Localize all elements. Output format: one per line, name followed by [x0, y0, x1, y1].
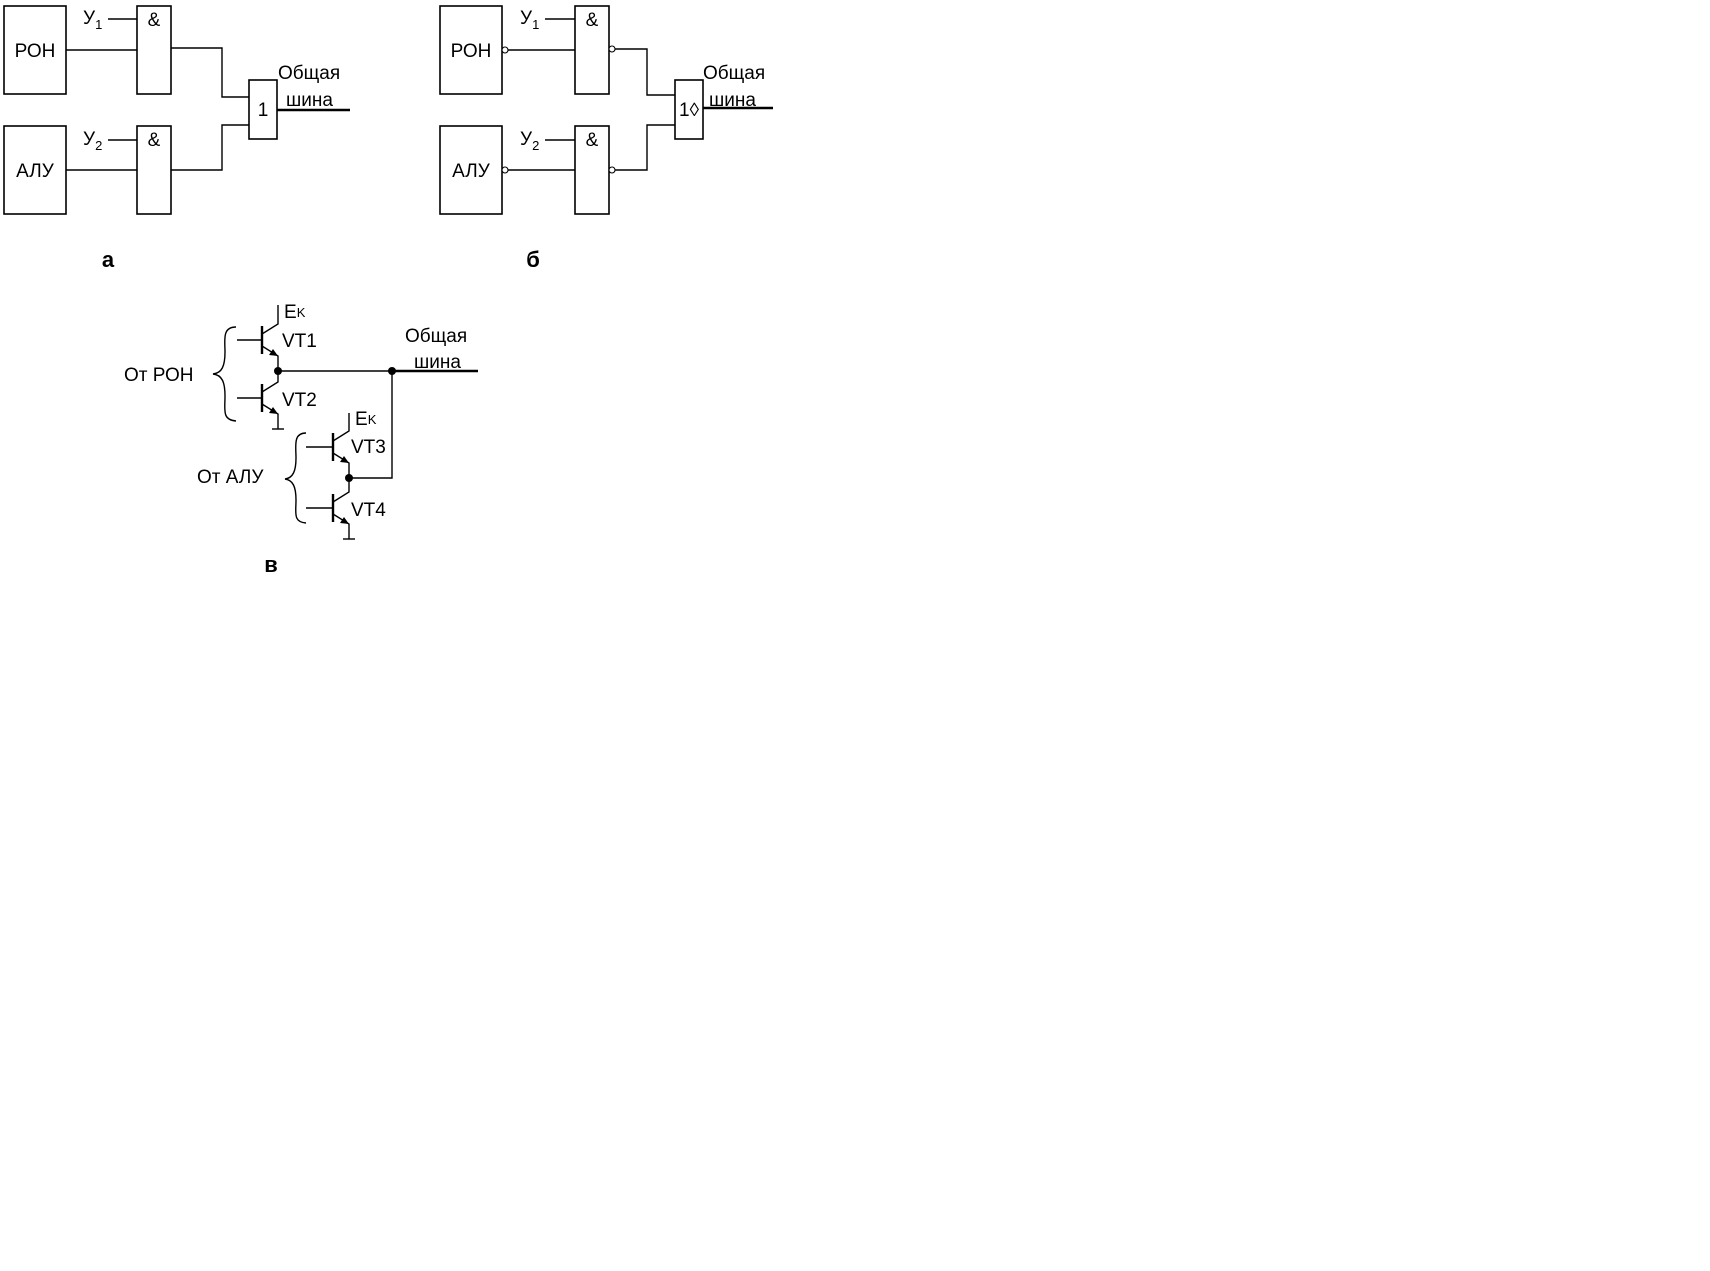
inverted-output-and-bottom-b: [608, 166, 616, 174]
alu-label-a: АЛУ: [16, 161, 55, 182]
alu-label-b: АЛУ: [452, 161, 491, 182]
bus-label-line2-v: шина: [414, 352, 461, 373]
vt2-label: VT2: [282, 390, 317, 411]
vt2-emitter: [261, 403, 279, 429]
bus-label-line1-b: Общая: [703, 63, 765, 84]
inverted-output-alu-b: [501, 166, 509, 174]
vt3-collector: [332, 413, 350, 442]
ron-label-b: РОН: [451, 41, 492, 62]
vt1-label: VT1: [282, 331, 317, 352]
source-label-alu: От АЛУ: [197, 467, 264, 488]
diagram-b: РОН АЛУ & & У1 У2 1◊ Общая шина б: [439, 5, 773, 272]
ron-block-a: [3, 5, 67, 95]
caption-a: а: [102, 247, 115, 272]
brace-ron: [212, 326, 237, 422]
transistor-vt2: [237, 371, 284, 430]
vt3-emitter-arrow: [340, 456, 349, 463]
inverted-output-ron-b: [501, 46, 509, 54]
or-symbol-a: 1: [258, 100, 269, 121]
vt4-emitter-arrow: [340, 517, 349, 524]
source-label-ron: От РОН: [124, 365, 194, 386]
vt4-emitter: [332, 513, 350, 539]
and-symbol-top-b: &: [586, 10, 599, 31]
supply-ek-bottom: EK: [355, 409, 377, 430]
and-gate-top-a: [136, 5, 172, 95]
wire-and-or-bottom-b: [615, 124, 675, 171]
vt4-collector: [332, 478, 350, 503]
vt3-label: VT3: [351, 437, 386, 458]
caption-v: в: [264, 552, 278, 577]
open-collector-icon: ◊: [690, 100, 700, 121]
diagram-a: РОН АЛУ & & У1 У2 1 Общая шина а: [3, 5, 350, 272]
alu-block-a: [3, 125, 67, 215]
signal-y2-a: У2: [83, 129, 102, 153]
bus-label-line1-a: Общая: [278, 63, 340, 84]
vt1-emitter: [261, 345, 279, 371]
and-symbol-top-a: &: [148, 10, 161, 31]
wire-and-or-top-b: [615, 48, 675, 96]
or-gate-b: [674, 79, 704, 140]
wire-and-or-top-a: [171, 47, 249, 98]
alu-block-b: [439, 125, 503, 215]
signal-y1-a: У1: [83, 8, 102, 32]
supply-ek-top: EK: [284, 302, 306, 323]
transistor-vt3: [306, 413, 350, 478]
caption-b: б: [526, 247, 540, 272]
vt3-emitter: [332, 452, 350, 478]
bus-label-line2-a: шина: [286, 90, 333, 111]
and-symbol-bottom-b: &: [586, 130, 599, 151]
wire-alu-to-bus: [349, 371, 393, 479]
vt4-label: VT4: [351, 500, 386, 521]
transistor-vt1: [237, 305, 279, 371]
wire-and-or-bottom-a: [171, 124, 249, 171]
and-symbol-bottom-a: &: [148, 130, 161, 151]
brace-alu: [284, 432, 307, 524]
signal-y1-b: У1: [520, 8, 539, 32]
or-symbol-b: 1◊: [679, 100, 700, 121]
vt2-emitter-arrow: [269, 407, 278, 414]
ron-label-a: РОН: [15, 41, 56, 62]
diagram-v: От РОН От АЛУ EK VT1 VT2 Общая шина: [124, 302, 478, 577]
vt1-collector: [261, 305, 279, 335]
transistor-vt4: [306, 478, 355, 540]
vt1-emitter-arrow: [269, 349, 278, 356]
bus-label-line2-b: шина: [709, 90, 756, 111]
signal-y2-b: У2: [520, 129, 539, 153]
bus-label-line1-v: Общая: [405, 326, 467, 347]
inverted-output-and-top-b: [608, 45, 616, 53]
